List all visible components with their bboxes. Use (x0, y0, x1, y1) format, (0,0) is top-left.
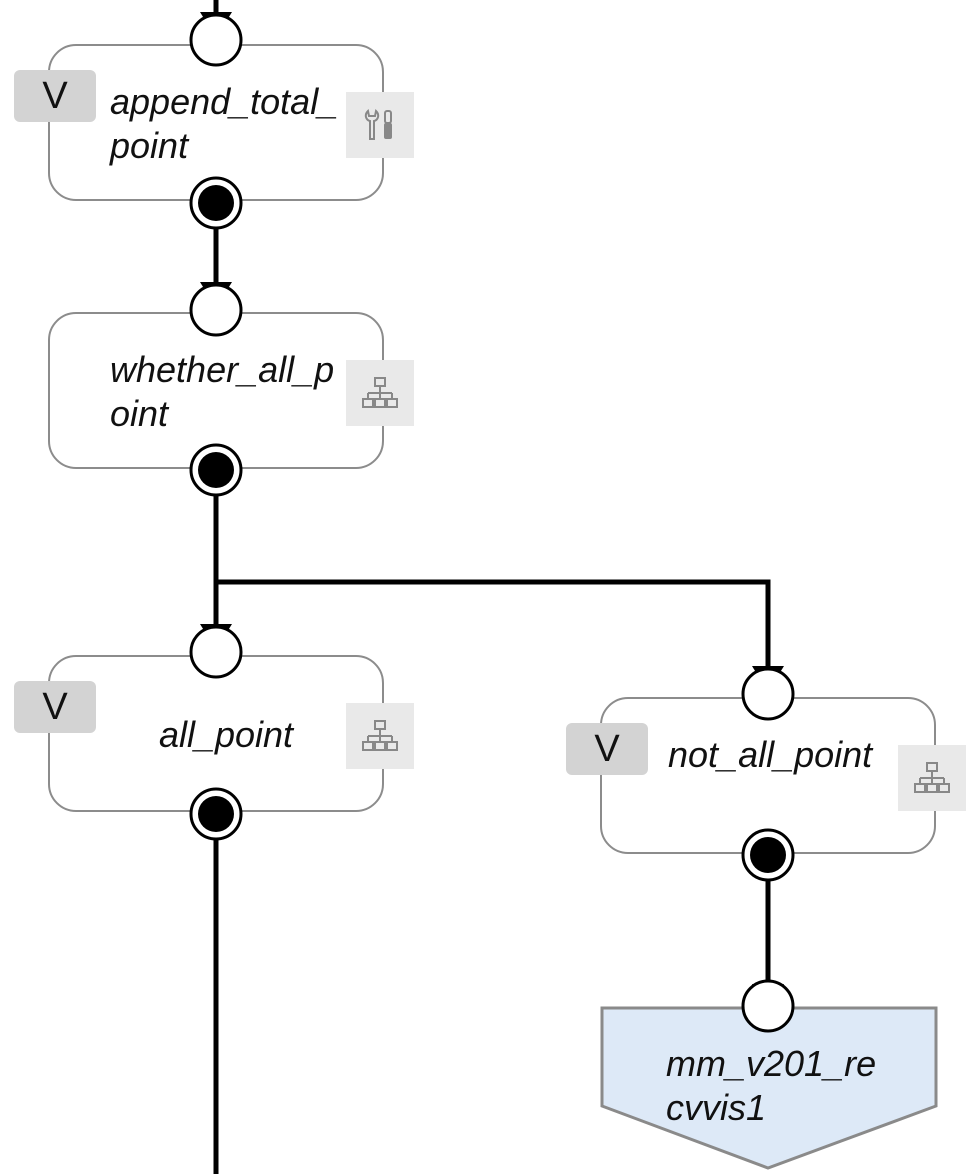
input-port[interactable] (741, 667, 795, 721)
node-not-all-point[interactable]: V not_all_point (566, 697, 966, 854)
hierarchy-icon (346, 703, 414, 769)
terminal-node-shape[interactable] (600, 1006, 940, 1172)
hierarchy-icon (346, 360, 414, 426)
wrench-screwdriver-icon (346, 92, 414, 158)
hierarchy-icon (898, 745, 966, 811)
input-port[interactable] (189, 625, 243, 679)
node-all-point[interactable]: V all_point (14, 655, 414, 812)
output-port-core (198, 796, 234, 832)
input-port[interactable] (741, 979, 795, 1033)
node-label: whether_all_point (110, 349, 335, 434)
output-port-core (198, 452, 234, 488)
input-port[interactable] (189, 13, 243, 67)
output-port-core (198, 185, 234, 221)
node-label: all_point (158, 714, 294, 755)
v-badge: V (566, 723, 648, 775)
v-badge: V (14, 681, 96, 733)
node-whether-all-point[interactable]: whether_all_point (48, 312, 414, 469)
edge-whether-to-notall-line (216, 579, 771, 670)
node-label: append_total_point (110, 81, 339, 166)
output-port-core (750, 837, 786, 873)
v-badge: V (14, 70, 96, 122)
terminal-node-label: mm_v201_recvvis1 (666, 1043, 877, 1128)
node-label: not_all_point (668, 734, 873, 775)
node-append-total-point[interactable]: V append_total_point (14, 44, 414, 201)
input-port[interactable] (189, 283, 243, 337)
